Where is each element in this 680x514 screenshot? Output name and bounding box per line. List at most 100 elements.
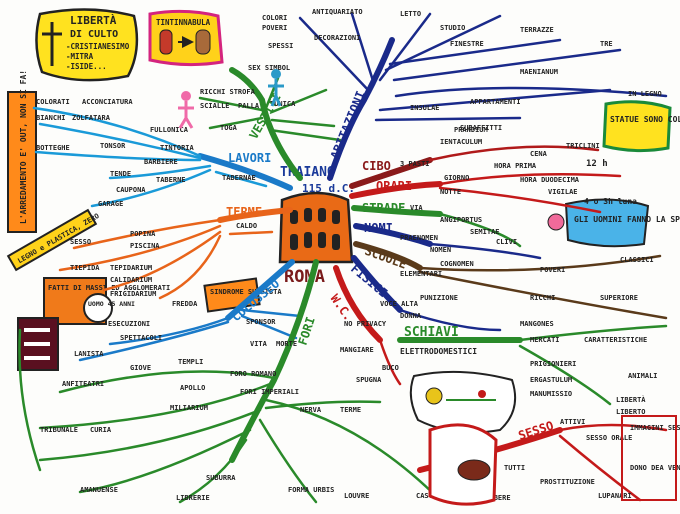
- scuole-item: CLASSICI: [620, 256, 654, 264]
- fori-item: TRIBUNALE: [40, 426, 78, 434]
- schiavi-item: ERGASTULUM: [530, 376, 572, 384]
- terme-item: FRIGIDARIUM: [110, 290, 156, 298]
- wc-item: SPUGNA: [356, 376, 382, 384]
- abit-item: MAENIANUM: [520, 68, 558, 76]
- branch-orari: ORARI: [376, 179, 412, 193]
- central-node: TRAIANO 115 d.C. ROMA: [278, 165, 355, 287]
- fori-item: FORI IMPERIALI: [240, 388, 299, 396]
- lavori-item: TONSOR: [100, 142, 126, 150]
- person-figure-icon: [178, 91, 194, 129]
- wc-item: MANGIARE: [340, 346, 374, 354]
- orari-item: GIORNO: [444, 174, 469, 182]
- fori-item: FORO ROMANO: [230, 370, 276, 378]
- wc-item: NO PRIVACY: [344, 320, 387, 328]
- branch-strade: STRADE: [362, 201, 405, 215]
- branch-lavori: LAVORI: [228, 151, 271, 165]
- schiavi-item: CARATTERISTICHE: [584, 336, 647, 344]
- orari-12h: 12 h: [586, 159, 608, 169]
- colosseo-item: VITA: [250, 340, 268, 348]
- fori-item: TERME: [340, 406, 361, 414]
- culto-item-3: -ISIDE...: [66, 62, 107, 71]
- sesso-item: LUPANARI: [598, 492, 632, 500]
- center-subtitle: ROMA: [284, 267, 325, 287]
- terme-item: CALDO: [236, 222, 257, 230]
- schiavi-item: MERCATI: [530, 336, 560, 344]
- note-uomini-spesa: GLI UOMINI FANNO LA SPESA: [547, 198, 680, 248]
- vestiti-item: TOGA: [220, 124, 238, 132]
- terme-item: PISCINA: [130, 242, 160, 250]
- abit-item: IN LEGNO: [628, 90, 662, 98]
- branch-cibo: CIBO: [362, 159, 391, 173]
- note-statue: STATUE SONO COLORATE: [602, 100, 680, 153]
- vestiti-item: SPESSI: [268, 42, 293, 50]
- terme-item: POPINA: [130, 230, 156, 238]
- orari-item: HORA DUODECIMA: [520, 176, 580, 184]
- culto-sub: DI CULTO: [70, 29, 118, 40]
- abit-item: COLORI: [262, 14, 287, 22]
- note-tintinnabula: TINTINNABULA: [148, 9, 224, 67]
- lavori-item: BARBIERE: [144, 158, 178, 166]
- abit-item: INSULAE: [410, 104, 440, 112]
- culto-item-1: -CRISTIANESIMO: [66, 42, 130, 51]
- lavori-item: ACCONCIATURA: [82, 98, 133, 106]
- colosseum-icon: [278, 191, 354, 264]
- sesso-item: DONO DEA VENERE: [630, 464, 680, 472]
- fori-item: SUBURRA: [206, 474, 236, 482]
- colosseo-item: ESECUZIONI: [108, 320, 150, 328]
- fori-item: NERVA: [300, 406, 322, 414]
- fori-item: GIOVE: [130, 364, 151, 372]
- wc-drawing: [409, 370, 516, 434]
- schiavi-item: ANIMALI: [628, 372, 658, 380]
- bell-icon: [159, 29, 173, 55]
- schiavi-item: LIBERTO: [616, 408, 646, 416]
- schiavi-item: MANGONES: [520, 320, 554, 328]
- terme-item: TIEPIDA: [70, 264, 100, 272]
- note-liberta-culto: LIBERTÀ DI CULTO -CRISTIANESIMO -MITRA -…: [35, 8, 139, 82]
- abit-item: SUBAFFITTI: [460, 124, 502, 132]
- branch-scuole: SCUOLE: [363, 244, 409, 272]
- scuole-item: SUPERIORE: [600, 294, 638, 302]
- fori-item: AMANUENSE: [80, 486, 118, 494]
- uomo-anni-text: UOMO 45 ANNI: [88, 300, 135, 308]
- schiavi-item: PRIGIONIERI: [530, 360, 576, 368]
- lavori-item: BOTTEGHE: [36, 144, 70, 152]
- tintinnabula-label: TINTINNABULA: [156, 18, 211, 27]
- strade-item: SEMITAE: [470, 228, 500, 236]
- sesso-item: SESSO ORALE: [586, 434, 632, 442]
- scuole-item: ELEMENTARI: [400, 270, 442, 278]
- lavori-item: TABERNE: [156, 176, 186, 184]
- fisici-item: DONNA: [400, 312, 422, 320]
- cibo-item: CENA: [530, 150, 548, 158]
- fori-item: MILIARIUM: [170, 404, 208, 412]
- fori-item: LOUVRE: [344, 492, 369, 500]
- lavori-item: TINTORIA: [160, 144, 195, 152]
- culto-item-2: -MITRA: [66, 52, 94, 61]
- lavori-item: FULLONICA: [150, 126, 189, 134]
- cibo-item: IENTACULUM: [440, 138, 482, 146]
- lavori-item: TENDE: [110, 170, 131, 178]
- cibo-item: TRICLINI: [566, 142, 600, 150]
- sesso-item: TUTTI: [504, 464, 525, 472]
- terme-item: CALIDARIUM: [110, 276, 152, 284]
- branch-terme: TERME: [226, 205, 262, 219]
- abit-item: TRE: [600, 40, 613, 48]
- fisici-item: VOCE ALTA: [380, 300, 419, 308]
- branch-nomi: NOMI: [364, 221, 393, 235]
- branch-schiavi: SCHIAVI: [404, 325, 459, 340]
- branch-fisici: FISICI: [348, 262, 390, 301]
- fori-item: ANFITEATRI: [62, 380, 104, 388]
- colosseo-item: SPETTACOLI: [120, 334, 162, 342]
- fisici-item: PUNIZIONE: [420, 294, 458, 302]
- immagini-box: [621, 415, 677, 501]
- strade-item: ANGIPORTUS: [440, 216, 482, 224]
- schiavi-item: LIBERTÀ: [616, 395, 646, 404]
- vestiti-item: PALLA: [238, 102, 260, 110]
- lavori-item: CAUPONA: [116, 186, 146, 194]
- lavori-item: ZOLFATARA: [72, 114, 111, 122]
- abit-item: FINESTRE: [450, 40, 484, 48]
- orari-item: VIGILAE: [548, 188, 578, 196]
- orari-luna: 4 o 3h luna: [584, 197, 637, 206]
- abit-item: TERRAZZE: [520, 26, 554, 34]
- person-icon: [547, 213, 565, 231]
